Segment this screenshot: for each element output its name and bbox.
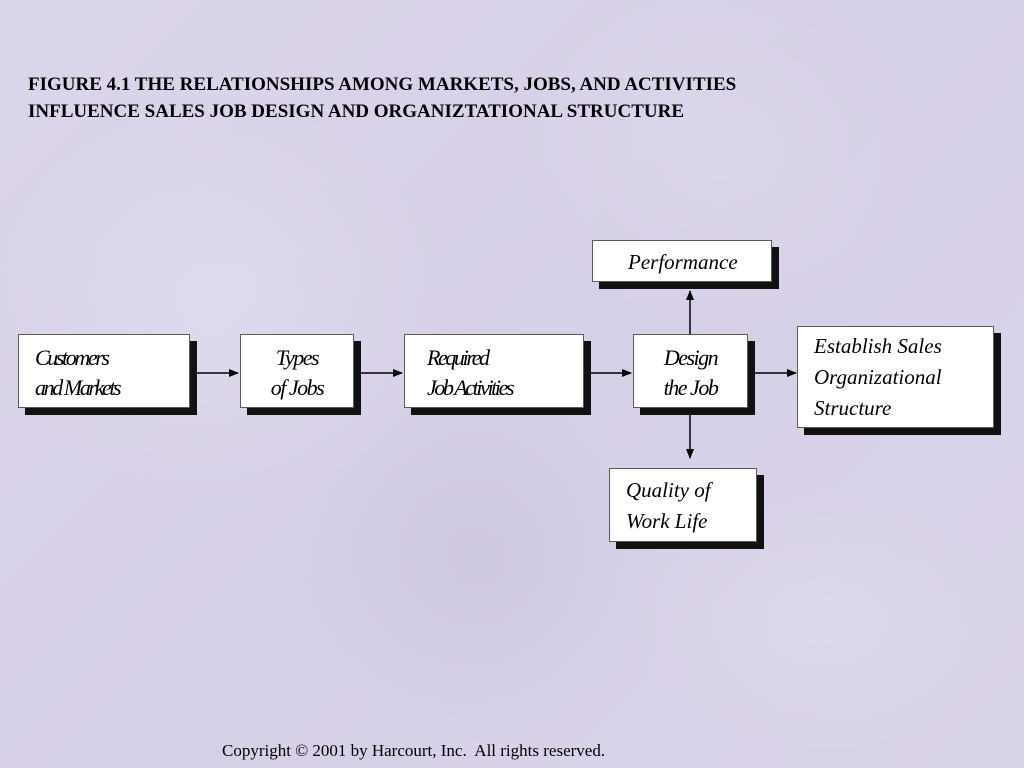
- figure-title-line-1: FIGURE 4.1 THE RELATIONSHIPS AMONG MARKE…: [28, 74, 737, 95]
- node-design-the-job: Design the Job: [633, 334, 748, 408]
- node-establish-sales-organizational-structure: Establish Sales Organizational Structure: [797, 326, 994, 428]
- node-customers-and-markets: Customers and Markets: [18, 334, 190, 408]
- copyright-notice: Copyright © 2001 by Harcourt, Inc. All r…: [222, 741, 606, 760]
- node-performance: Performance: [592, 240, 772, 282]
- node-required-job-activities: Required Job Activities: [404, 334, 584, 408]
- figure-title-line-2: INFLUENCE SALES JOB DESIGN AND ORGANIZTA…: [28, 101, 684, 122]
- figure-title: FIGURE 4.1 THE RELATIONSHIPS AMONG MARKE…: [28, 71, 988, 125]
- node-quality-of-work-life: Quality of Work Life: [609, 468, 757, 542]
- node-types-of-jobs: Types of Jobs: [240, 334, 354, 408]
